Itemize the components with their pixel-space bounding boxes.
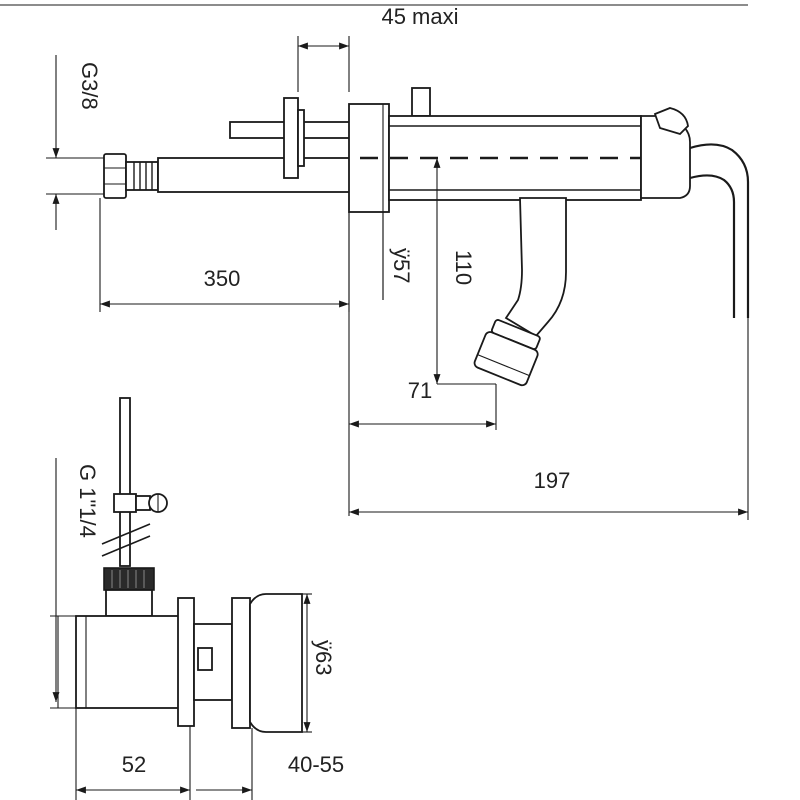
valve-body xyxy=(75,593,303,733)
valve-rod xyxy=(101,397,168,567)
dimension-g3-8: G3/8 xyxy=(46,55,110,230)
label-57: ÿ57 xyxy=(389,248,414,283)
label-g3-8: G3/8 xyxy=(77,62,102,110)
dimension-40-55: 40-55 xyxy=(196,728,344,800)
label-110: 110 xyxy=(451,250,476,285)
label-350: 350 xyxy=(204,266,241,291)
label-71: 71 xyxy=(408,378,432,403)
dimension-g1-1-4: G 1"1/4 xyxy=(52,458,100,702)
inlet-fitting xyxy=(103,153,353,199)
label-197: 197 xyxy=(534,468,571,493)
spout xyxy=(473,197,567,387)
top-view-mixer: 45 maxi G3/8 xyxy=(0,4,750,520)
valve-nut xyxy=(103,567,155,617)
dimension-57: ÿ57 xyxy=(382,104,414,300)
label-63: ÿ63 xyxy=(311,640,336,675)
dimension-52: 52 xyxy=(75,708,191,800)
handle-rod xyxy=(229,97,353,179)
label-40-55: 40-55 xyxy=(288,752,344,777)
label-52: 52 xyxy=(122,752,146,777)
dimension-body-height xyxy=(50,615,76,709)
dimension-45-maxi: 45 maxi xyxy=(297,4,459,92)
dimension-63: ÿ63 xyxy=(302,593,336,733)
label-g1-1-4: G 1"1/4 xyxy=(75,464,100,538)
label-45-maxi: 45 maxi xyxy=(381,4,458,29)
bottom-view-valve: G 1"1/4 xyxy=(50,397,344,800)
dimension-350: 350 xyxy=(99,198,350,312)
dimension-71: 71 xyxy=(348,212,497,516)
dimension-197: 197 xyxy=(349,318,749,520)
mixer-body xyxy=(348,87,750,318)
dimension-110: 110 xyxy=(433,158,496,385)
